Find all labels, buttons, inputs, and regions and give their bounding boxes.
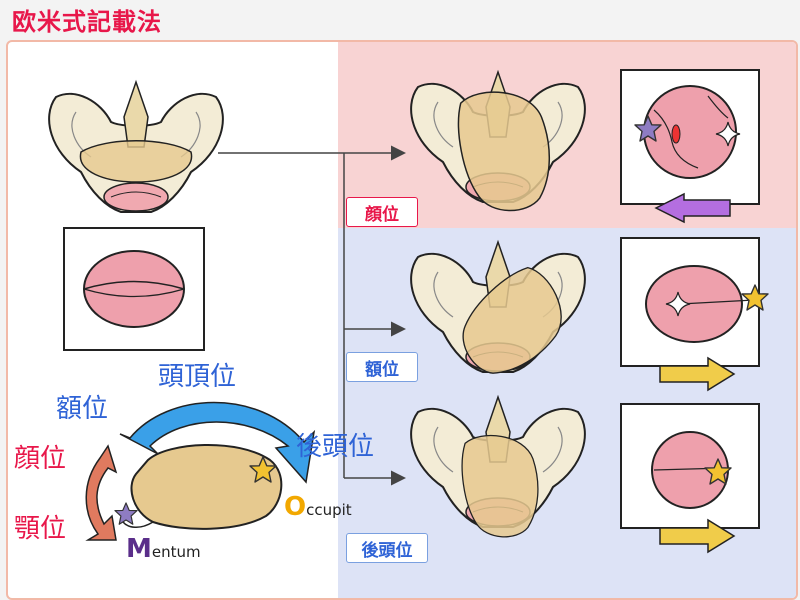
chin-label: 顎位 xyxy=(14,514,67,544)
occiput-position-label: 後頭位 xyxy=(346,533,428,563)
diagram-illustration xyxy=(48,69,769,554)
brow-label: 額位 xyxy=(56,394,109,424)
page-title: 欧米式記載法 xyxy=(12,8,162,36)
mentum-initial: M xyxy=(126,534,152,564)
face-head-view xyxy=(620,69,760,224)
brow-head-view xyxy=(620,237,769,392)
connector-arrows xyxy=(218,145,406,486)
occiput-term: Occupit xyxy=(284,494,352,520)
vertex-label: 頭頂位 xyxy=(158,362,237,392)
occiput-initial: O xyxy=(284,492,307,522)
pelvis-occiput-illustration xyxy=(410,396,586,541)
pelvis-brow-illustration xyxy=(410,241,586,390)
face-label: 顔位 xyxy=(14,444,67,474)
face-position-label: 顔位 xyxy=(346,197,418,227)
mentum-term: Mentum xyxy=(126,536,201,562)
pelvis-vertex-illustration xyxy=(48,81,224,213)
diagram-board: 顔位 額位 後頭位 頭頂位 額位 顔位 顎位 後頭位 Occupit Mentu… xyxy=(6,40,798,600)
head-presentation-diagram xyxy=(85,401,316,541)
pelvis-face-illustration xyxy=(410,71,586,218)
brow-position-label: 額位 xyxy=(346,352,418,382)
occiput-rest: ccupit xyxy=(306,501,352,519)
vertex-head-view xyxy=(63,227,205,351)
occiput-head-view xyxy=(620,403,760,554)
occiput-label: 後頭位 xyxy=(296,432,375,462)
mentum-rest: entum xyxy=(151,543,201,561)
